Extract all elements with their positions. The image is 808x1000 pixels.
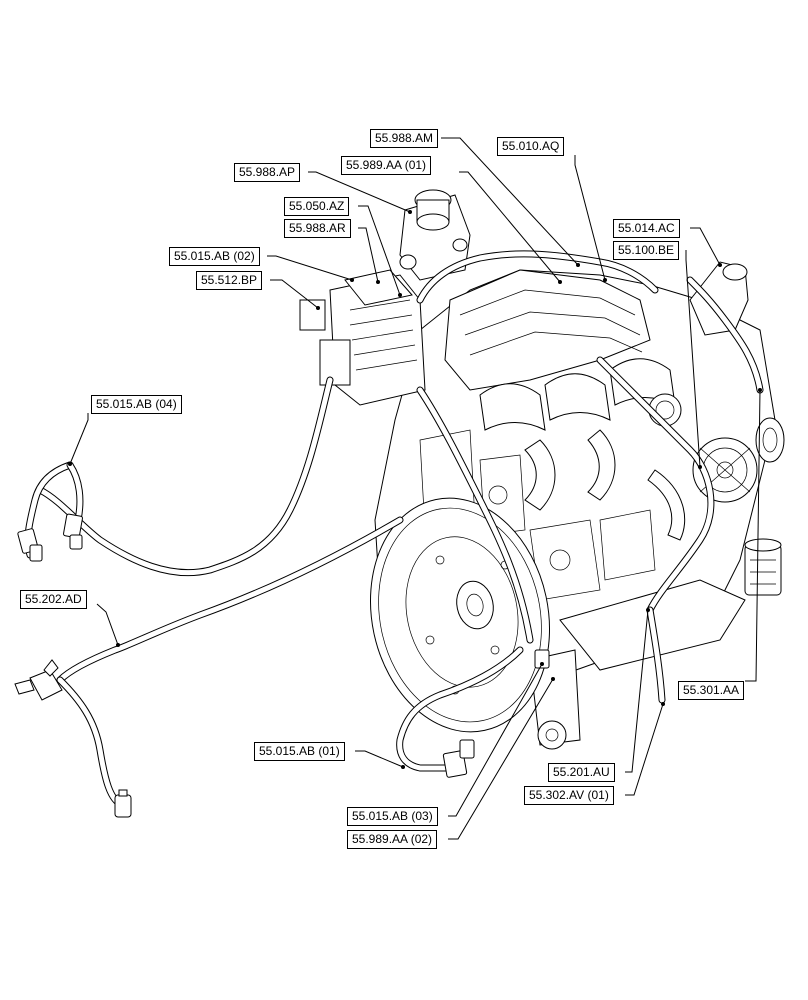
connectors	[14, 513, 550, 818]
leader-lines	[68, 137, 762, 840]
callout-55-302-av-01[interactable]: 55.302.AV (01)	[524, 786, 614, 805]
callout-55-988-am[interactable]: 55.988.AM	[370, 129, 439, 148]
callout-55-301-aa[interactable]: 55.301.AA	[678, 681, 745, 700]
solenoid-valve-illustration	[399, 189, 471, 281]
callout-55-512-bp[interactable]: 55.512.BP	[196, 271, 263, 290]
callout-55-050-az[interactable]: 55.050.AZ	[284, 197, 350, 216]
callout-55-015-ab-01[interactable]: 55.015.AB (01)	[254, 742, 345, 761]
callout-55-014-ac[interactable]: 55.014.AC	[613, 219, 680, 238]
callout-55-989-aa-01[interactable]: 55.989.AA (01)	[341, 156, 432, 175]
callout-55-201-au[interactable]: 55.201.AU	[548, 763, 615, 782]
callout-55-989-aa-02[interactable]: 55.989.AA (02)	[347, 830, 438, 849]
callout-55-202-ad[interactable]: 55.202.AD	[20, 590, 87, 609]
callout-55-015-ab-03[interactable]: 55.015.AB (03)	[347, 807, 438, 826]
callout-55-015-ab-02[interactable]: 55.015.AB (02)	[169, 247, 260, 266]
callout-55-015-ab-04[interactable]: 55.015.AB (04)	[91, 395, 182, 414]
wiring-harness	[24, 250, 764, 809]
callout-55-988-ap[interactable]: 55.988.AP	[234, 163, 301, 182]
ecu-module-illustration	[299, 269, 426, 406]
callout-55-988-ar[interactable]: 55.988.AR	[284, 219, 351, 238]
callout-55-010-aq[interactable]: 55.010.AQ	[497, 137, 565, 156]
callout-55-100-be[interactable]: 55.100.BE	[613, 241, 680, 260]
